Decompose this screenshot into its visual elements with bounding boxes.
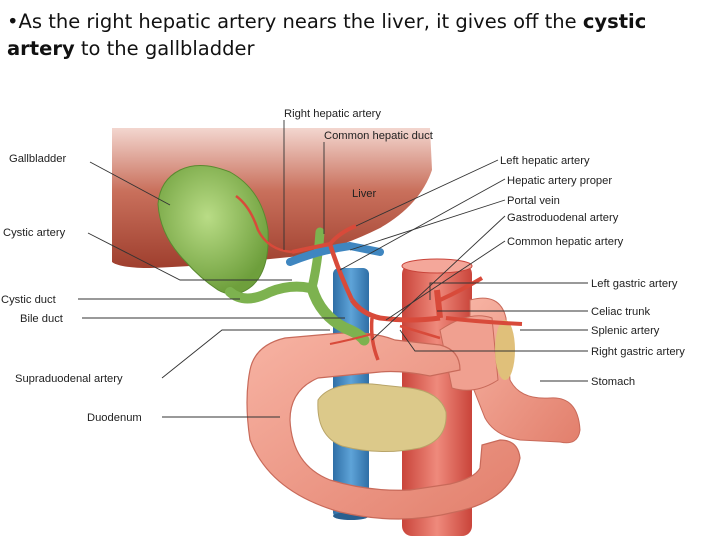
slide-bullet-text: •As the right hepatic artery nears the l… xyxy=(7,8,713,62)
bullet-glyph: • xyxy=(7,10,19,33)
label-gastroduodenal-artery: Gastroduodenal artery xyxy=(507,212,619,224)
right-hepatic-artery xyxy=(291,242,331,254)
label-right-gastric-artery: Right gastric artery xyxy=(591,346,685,358)
cystic-duct xyxy=(225,281,315,304)
label-supraduodenal-artery: Supraduodenal artery xyxy=(15,373,123,385)
right-gastric-artery xyxy=(399,324,441,340)
label-celiac-trunk: Celiac trunk xyxy=(591,306,650,318)
label-left-hepatic-artery: Left hepatic artery xyxy=(500,155,590,167)
left-hepatic-artery xyxy=(328,224,357,246)
supraduodenal-artery xyxy=(329,333,373,345)
aorta-cut-top xyxy=(401,258,473,274)
label-common-hepatic-artery: Common hepatic artery xyxy=(507,236,624,248)
label-bile-duct: Bile duct xyxy=(20,313,64,325)
label-hepatic-artery-proper: Hepatic artery proper xyxy=(507,175,612,187)
label-gallbladder: Gallbladder xyxy=(9,153,66,165)
label-portal-vein: Portal vein xyxy=(507,195,560,207)
cystic-artery xyxy=(235,194,293,254)
portal-vein xyxy=(286,241,384,266)
label-duodenum: Duodenum xyxy=(87,412,142,424)
label-liver: Liver xyxy=(352,188,377,200)
label-cystic-artery: Cystic artery xyxy=(3,227,66,239)
hepatic-artery-proper xyxy=(327,243,355,301)
label-splenic-artery: Splenic artery xyxy=(591,325,660,337)
bullet-text-start: As the right hepatic artery nears the li… xyxy=(18,10,583,33)
label-left-gastric-artery: Left gastric artery xyxy=(591,278,678,290)
leader-lines xyxy=(78,120,588,418)
label-common-hepatic-duct: Common hepatic duct xyxy=(324,130,434,142)
splenic-artery xyxy=(445,316,523,326)
left-gastric-artery xyxy=(439,276,484,302)
label-right-hepatic-artery: Right hepatic artery xyxy=(284,108,381,120)
pancreas xyxy=(317,383,447,453)
bullet-text-end: to the gallbladder xyxy=(74,37,255,60)
duodenum-shape xyxy=(246,332,521,520)
celiac-trunk xyxy=(434,289,443,319)
bullet-text-bold: cystic artery xyxy=(7,10,647,60)
label-cystic-duct: Cystic duct xyxy=(1,294,57,306)
label-stomach: Stomach xyxy=(591,376,635,388)
common-hepatic-artery xyxy=(349,298,441,323)
spleen-hint xyxy=(495,320,515,380)
